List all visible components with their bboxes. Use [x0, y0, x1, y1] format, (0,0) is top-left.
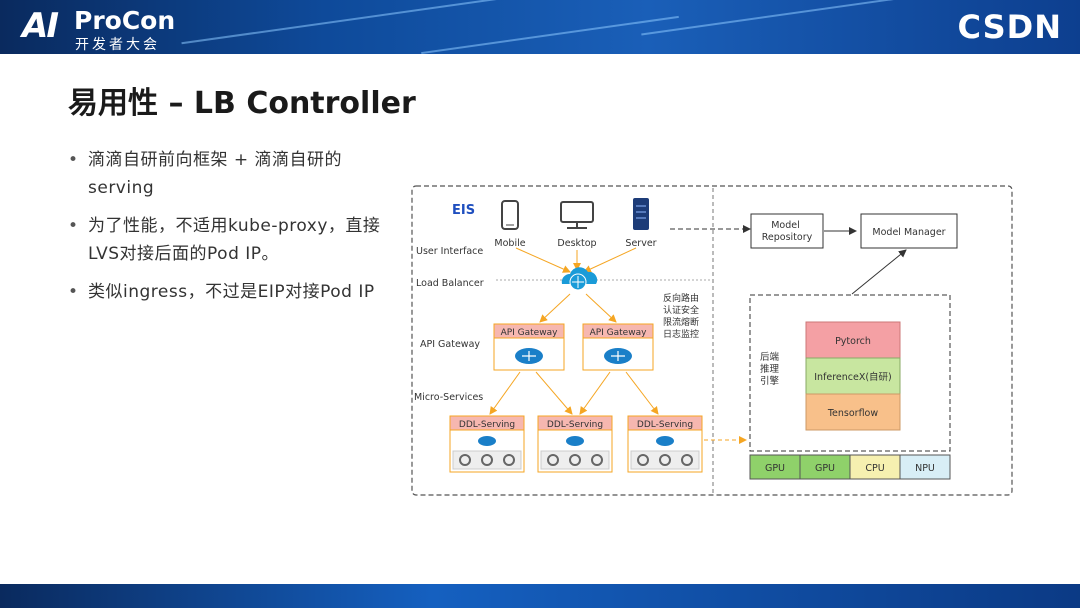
gateway-box: API Gateway — [493, 323, 565, 371]
svg-text:Tensorflow: Tensorflow — [827, 408, 879, 419]
ddl-serving-label: DDL-Serving — [459, 420, 515, 430]
bullet-item: 类似ingress，不过是EIP对接Pod IP — [68, 278, 398, 306]
layer-api-gateway: API Gateway — [420, 339, 480, 350]
client-mobile: Mobile — [494, 238, 525, 249]
layer-user-interface: User Interface — [416, 246, 483, 257]
bullet-list: 滴滴自研前向框架 + 滴滴自研的serving 为了性能，不适用kube-pro… — [68, 146, 398, 316]
gateway-label: API Gateway — [590, 328, 648, 338]
svg-text:Pytorch: Pytorch — [835, 336, 871, 347]
svg-text:InferenceX(自研): InferenceX(自研) — [814, 371, 892, 383]
csdn-logo: CSDN — [957, 8, 1062, 46]
ddl-serving-label: DDL-Serving — [637, 420, 693, 430]
eis-label: EIS — [452, 203, 475, 218]
top-banner: AI ProCon 开发者大会 CSDN — [0, 0, 1080, 54]
desktop-icon — [560, 201, 594, 229]
slide-title: 易用性 – LB Controller — [68, 86, 416, 121]
backend-label: 后端 推理 引擎 — [760, 351, 782, 387]
logo-ai: AI — [22, 6, 59, 46]
hw-cpu — [849, 454, 901, 480]
engine-inferencex — [805, 357, 901, 395]
bottom-banner — [0, 584, 1080, 608]
ddl-serving-box: DDL-Serving — [537, 415, 613, 473]
model-repository — [750, 213, 824, 249]
client-server: Server — [625, 238, 656, 249]
svg-text:GPU: GPU — [765, 463, 785, 474]
ddl-serving-box: DDL-Serving — [627, 415, 703, 473]
hw-npu — [899, 454, 951, 480]
bullet-item: 滴滴自研前向框架 + 滴滴自研的serving — [68, 146, 398, 202]
server-icon — [633, 198, 649, 230]
load-balancer-icon — [561, 267, 598, 291]
layer-micro-services: Micro-Services — [414, 392, 483, 403]
ddl-serving-box: DDL-Serving — [449, 415, 525, 473]
logo-subtitle: 开发者大会 — [75, 37, 160, 53]
model-repository-label: Model Repository — [762, 220, 813, 243]
ddl-serving-label: DDL-Serving — [547, 420, 603, 430]
svg-text:GPU: GPU — [815, 463, 835, 474]
engine-pytorch — [805, 321, 901, 359]
mobile-icon — [501, 200, 519, 230]
layer-load-balancer: Load Balancer — [416, 278, 484, 289]
logo-name: ProCon — [74, 6, 176, 35]
gateway-label: API Gateway — [501, 328, 559, 338]
model-manager — [860, 213, 958, 249]
gateway-note: 反向路由 认证安全 限流熔断 日志监控 — [663, 292, 702, 340]
hw-gpu — [749, 454, 801, 480]
inference-engine-frame — [749, 294, 951, 452]
svg-text:NPU: NPU — [915, 463, 935, 474]
bullet-item: 为了性能，不适用kube-proxy，直接LVS对接后面的Pod IP。 — [68, 212, 398, 268]
outer-frame — [411, 185, 1013, 496]
gateway-box: API Gateway — [582, 323, 654, 371]
architecture-diagram: EIS User Interface Load Balancer API Gat… — [411, 185, 1013, 496]
svg-text:CPU: CPU — [865, 463, 884, 474]
model-manager-label: Model Manager — [872, 227, 945, 238]
engine-tensorflow — [805, 393, 901, 431]
hw-gpu — [799, 454, 851, 480]
client-desktop: Desktop — [557, 238, 596, 249]
